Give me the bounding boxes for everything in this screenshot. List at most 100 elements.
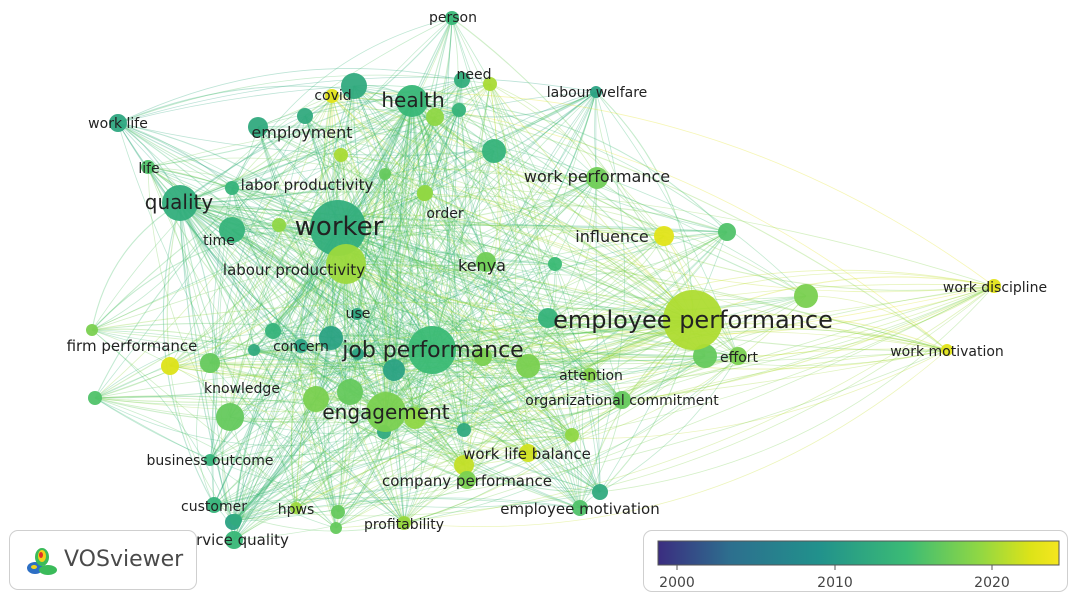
keyword-node-circle[interactable] (351, 308, 363, 320)
keyword-node[interactable]: labour welfare (547, 85, 648, 101)
keyword-node[interactable]: firm performance (67, 324, 198, 355)
keyword-node-circle[interactable] (417, 185, 433, 201)
keyword-node[interactable]: knowledge (204, 381, 280, 431)
keyword-node-circle[interactable] (586, 167, 608, 189)
keyword-node-circle[interactable] (248, 117, 268, 137)
keyword-node[interactable]: business outcome (147, 453, 274, 469)
keyword-node[interactable]: profitability (364, 516, 444, 533)
unlabeled-node[interactable] (319, 326, 343, 350)
unlabeled-node[interactable] (516, 354, 540, 378)
keyword-node-circle[interactable] (654, 226, 674, 246)
keyword-node[interactable]: employee motivation (500, 500, 660, 518)
unlabeled-node[interactable] (330, 522, 342, 534)
unlabeled-node[interactable] (272, 218, 286, 232)
keyword-node-circle[interactable] (663, 290, 723, 350)
keyword-node[interactable]: customer (181, 497, 247, 515)
keyword-node[interactable]: employee performance (553, 290, 833, 350)
unlabeled-node[interactable] (248, 344, 260, 356)
keyword-node-circle[interactable] (454, 72, 470, 88)
unlabeled-node[interactable] (718, 223, 736, 241)
keyword-node[interactable]: work life balance (463, 444, 591, 463)
keyword-node[interactable]: time (203, 217, 245, 249)
unlabeled-node[interactable] (331, 505, 345, 519)
unlabeled-node[interactable] (592, 484, 608, 500)
keyword-node[interactable]: labor productivity (225, 176, 373, 195)
keyword-node[interactable]: life (138, 160, 160, 177)
keyword-node[interactable]: organizational commitment (525, 391, 719, 409)
keyword-node-circle[interactable] (445, 11, 459, 25)
keyword-node-circle[interactable] (519, 444, 537, 462)
keyword-node[interactable]: need (454, 67, 492, 88)
keyword-node-circle[interactable] (225, 181, 239, 195)
keyword-node[interactable]: worker (295, 200, 384, 256)
keyword-node[interactable]: work performance (524, 167, 670, 189)
keyword-node-circle[interactable] (310, 200, 366, 256)
keyword-node-circle[interactable] (294, 339, 308, 353)
keyword-node[interactable]: engagement (322, 392, 450, 432)
keyword-node[interactable]: kenya (458, 252, 506, 275)
keyword-node-circle[interactable] (613, 391, 631, 409)
keyword-node[interactable]: work motivation (890, 344, 1004, 360)
unlabeled-node[interactable] (303, 386, 329, 412)
keyword-node-circle[interactable] (458, 471, 476, 489)
keyword-node-circle[interactable] (141, 160, 155, 174)
keyword-node-circle[interactable] (941, 344, 953, 356)
keyword-node[interactable]: employment (248, 117, 353, 142)
keyword-node-circle[interactable] (162, 185, 198, 221)
keyword-node[interactable]: order (417, 185, 464, 222)
vosviewer-logo[interactable]: VOSviewer (9, 530, 197, 590)
unlabeled-node[interactable] (454, 455, 474, 475)
keyword-node[interactable]: labour productivity (223, 244, 366, 284)
unlabeled-node[interactable] (161, 357, 179, 375)
keyword-node-circle[interactable] (204, 454, 216, 466)
keyword-node[interactable]: service quality (179, 531, 289, 549)
unlabeled-node[interactable] (404, 407, 426, 429)
unlabeled-node[interactable] (379, 168, 391, 180)
unlabeled-node[interactable] (352, 348, 364, 360)
keyword-node-circle[interactable] (396, 85, 428, 117)
keyword-node-circle[interactable] (326, 244, 366, 284)
keyword-node-circle[interactable] (109, 114, 127, 132)
keyword-node[interactable]: company performance (382, 471, 552, 490)
keyword-node[interactable]: work life (88, 114, 148, 132)
keyword-node-circle[interactable] (476, 252, 496, 272)
keyword-node-circle[interactable] (86, 324, 98, 336)
unlabeled-node[interactable] (265, 323, 281, 339)
keyword-node[interactable]: hpws (278, 502, 315, 518)
keyword-node[interactable]: covid (314, 88, 351, 104)
unlabeled-node[interactable] (230, 514, 242, 526)
unlabeled-node[interactable] (383, 359, 405, 381)
keyword-node[interactable]: work discipline (943, 279, 1047, 296)
keyword-node[interactable]: health (381, 85, 445, 117)
keyword-node[interactable]: influence (575, 226, 674, 246)
unlabeled-node[interactable] (794, 284, 818, 308)
unlabeled-node[interactable] (341, 73, 367, 99)
keyword-node[interactable]: effort (720, 347, 759, 366)
unlabeled-node[interactable] (452, 103, 466, 117)
unlabeled-node[interactable] (538, 308, 558, 328)
unlabeled-node[interactable] (200, 353, 220, 373)
keyword-node[interactable]: concern (273, 339, 329, 355)
keyword-node-circle[interactable] (325, 89, 339, 103)
keyword-node-circle[interactable] (590, 86, 602, 98)
unlabeled-node[interactable] (474, 348, 492, 366)
keyword-node-circle[interactable] (206, 497, 222, 513)
unlabeled-node[interactable] (297, 108, 313, 124)
keyword-node-circle[interactable] (219, 217, 245, 243)
keyword-node[interactable]: attention (559, 368, 623, 384)
keyword-node-circle[interactable] (397, 516, 411, 530)
unlabeled-node[interactable] (457, 423, 471, 437)
keyword-node[interactable]: quality (145, 185, 214, 221)
keyword-node[interactable]: use (346, 306, 371, 322)
keyword-node-circle[interactable] (583, 368, 597, 382)
keyword-node-circle[interactable] (408, 326, 456, 374)
keyword-node-circle[interactable] (225, 531, 243, 549)
keyword-node-circle[interactable] (290, 502, 302, 514)
keyword-node-circle[interactable] (729, 347, 747, 365)
keyword-node-circle[interactable] (366, 392, 406, 432)
unlabeled-node[interactable] (88, 391, 102, 405)
unlabeled-node[interactable] (334, 148, 348, 162)
keyword-node-circle[interactable] (216, 403, 244, 431)
unlabeled-node[interactable] (482, 139, 506, 163)
unlabeled-node[interactable] (565, 428, 579, 442)
